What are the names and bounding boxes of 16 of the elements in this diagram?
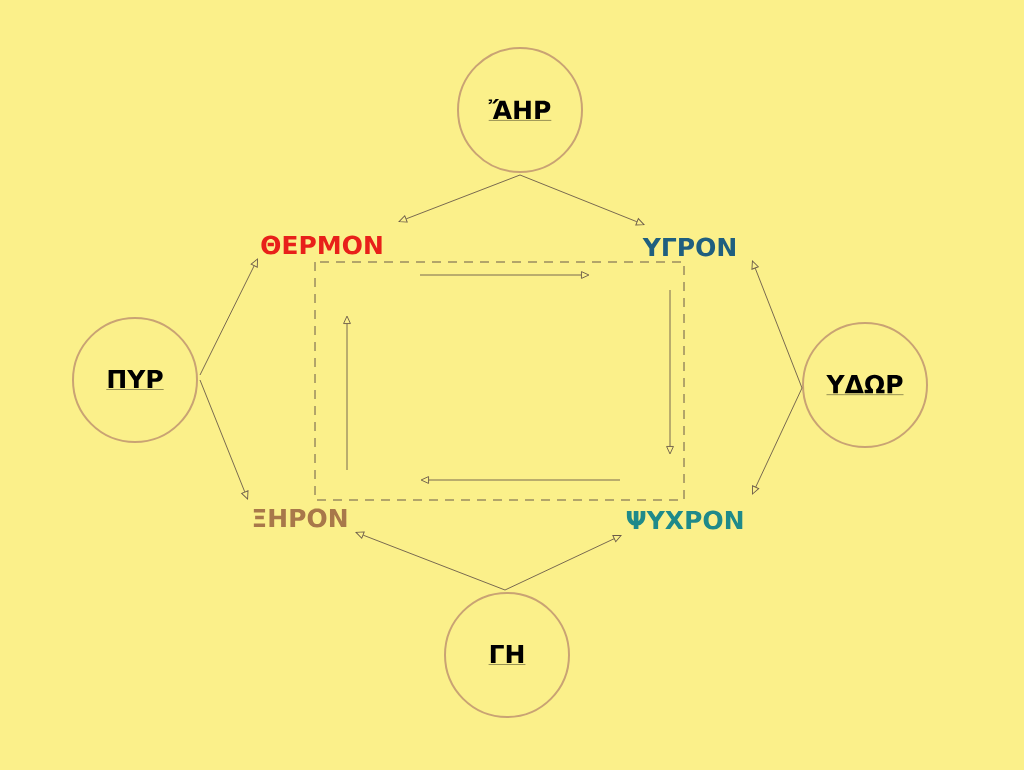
- quality-label: ΞΗΡΟΝ: [253, 508, 347, 528]
- quality-label: ΥΓΡΟΝ: [642, 237, 735, 257]
- circle-node: ΓΗ: [444, 592, 570, 718]
- quality-label: ΘΕΡΜΟΝ: [261, 235, 382, 255]
- arrow: [519, 174, 645, 226]
- arrow: [199, 258, 258, 376]
- arrow: [398, 174, 521, 223]
- arrow: [752, 387, 803, 495]
- arrow: [199, 379, 249, 500]
- circle-node: ΥΔΩΡ: [802, 322, 928, 448]
- circle-node: ΠΥΡ: [72, 317, 198, 443]
- circle-node: ἌΗΡ: [457, 47, 583, 173]
- arrow: [751, 260, 803, 389]
- arrow: [504, 535, 622, 591]
- quality-label: ΨΥΧΡΟΝ: [626, 510, 743, 530]
- arrow: [355, 531, 506, 591]
